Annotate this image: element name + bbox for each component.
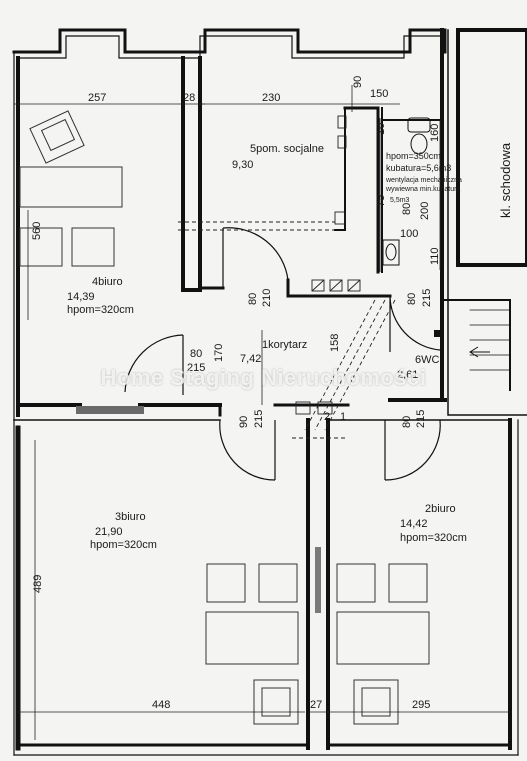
bath-vent-3: 5,5m3 xyxy=(390,197,410,204)
bathroom-notes: hpom=350cm kubatura=5,6m3 wentylacja mec… xyxy=(385,151,462,204)
room-5-name: 5pom. socjalne xyxy=(250,143,324,155)
dim-90-office3-door: 90 xyxy=(238,416,250,428)
room-3-name: 3biuro xyxy=(115,511,146,523)
ventilation-duct xyxy=(178,221,396,439)
dim-10: 10 xyxy=(375,123,387,135)
dim-110: 110 xyxy=(429,247,441,265)
dim-215-office4-door: 215 xyxy=(187,362,205,374)
dim-80-wc-door: 80 xyxy=(406,293,418,305)
dim-75: 75 xyxy=(375,195,387,207)
stairwell-label: kl. schodowa xyxy=(498,142,513,218)
dimension-lines xyxy=(14,85,510,740)
room-5-area: 9,30 xyxy=(232,159,253,171)
dim-80-office2-door: 80 xyxy=(401,416,413,428)
room-4-height: hpom=320cm xyxy=(67,304,134,316)
arrow-icon xyxy=(434,330,490,358)
room-2-area: 14,42 xyxy=(400,518,428,530)
dim-215-office3-door: 215 xyxy=(253,410,265,428)
vent-grilles xyxy=(295,115,361,415)
dim-90-top: 90 xyxy=(352,76,364,88)
dim-100: 100 xyxy=(400,228,418,240)
dim-257: 257 xyxy=(88,92,106,104)
bath-vent-1: wentylacja mechaniczna xyxy=(385,177,462,184)
dim-215-wc-door: 215 xyxy=(421,289,433,307)
dimension-labels: 257 28 230 150 90 560 160 10 75 80 200 1… xyxy=(31,76,441,711)
dim-150: 150 xyxy=(370,88,388,100)
bath-volume: kubatura=5,6m3 xyxy=(386,163,451,173)
room-1-name: 1korytarz xyxy=(262,339,307,351)
room-labels: 4biuro 14,39 hpom=320cm 5pom. socjalne 9… xyxy=(67,142,513,551)
dim-27: 27 xyxy=(310,699,322,711)
bath-height: hpom=350cm xyxy=(386,151,441,161)
dim-489: 489 xyxy=(32,575,44,593)
room-4-area: 14,39 xyxy=(67,291,95,303)
dim-2: 2 xyxy=(324,411,330,423)
dim-80-soc-door: 80 xyxy=(247,293,259,305)
room-6-area: 2,61 xyxy=(397,369,418,381)
bathroom-fixtures xyxy=(382,117,431,266)
doors xyxy=(124,227,441,481)
dim-295: 295 xyxy=(412,699,430,711)
bath-vent-2: wywiewna min.kubatura xyxy=(385,186,460,193)
room-6-name: 6WC xyxy=(415,354,440,366)
dim-80-bath: 80 xyxy=(401,203,413,215)
dim-448: 448 xyxy=(152,699,170,711)
dim-200: 200 xyxy=(419,202,431,220)
dim-1: 1 xyxy=(340,411,346,423)
dim-230: 230 xyxy=(262,92,280,104)
room-3-area: 21,90 xyxy=(95,526,123,538)
room-2-name: 2biuro xyxy=(425,503,456,515)
dim-80-office4-door: 80 xyxy=(190,348,202,360)
dim-210: 210 xyxy=(261,289,273,307)
dim-158: 158 xyxy=(329,334,341,352)
room-2-height: hpom=320cm xyxy=(400,532,467,544)
dim-215-office2-door: 215 xyxy=(415,410,427,428)
dim-28: 28 xyxy=(183,92,195,104)
room-4-name: 4biuro xyxy=(92,276,123,288)
dim-560: 560 xyxy=(31,222,43,240)
walls xyxy=(12,28,527,756)
room-3-height: hpom=320cm xyxy=(90,539,157,551)
dim-160: 160 xyxy=(429,124,441,142)
dim-170: 170 xyxy=(213,344,225,362)
furniture xyxy=(19,110,430,725)
room-1-area: 7,42 xyxy=(240,353,261,365)
